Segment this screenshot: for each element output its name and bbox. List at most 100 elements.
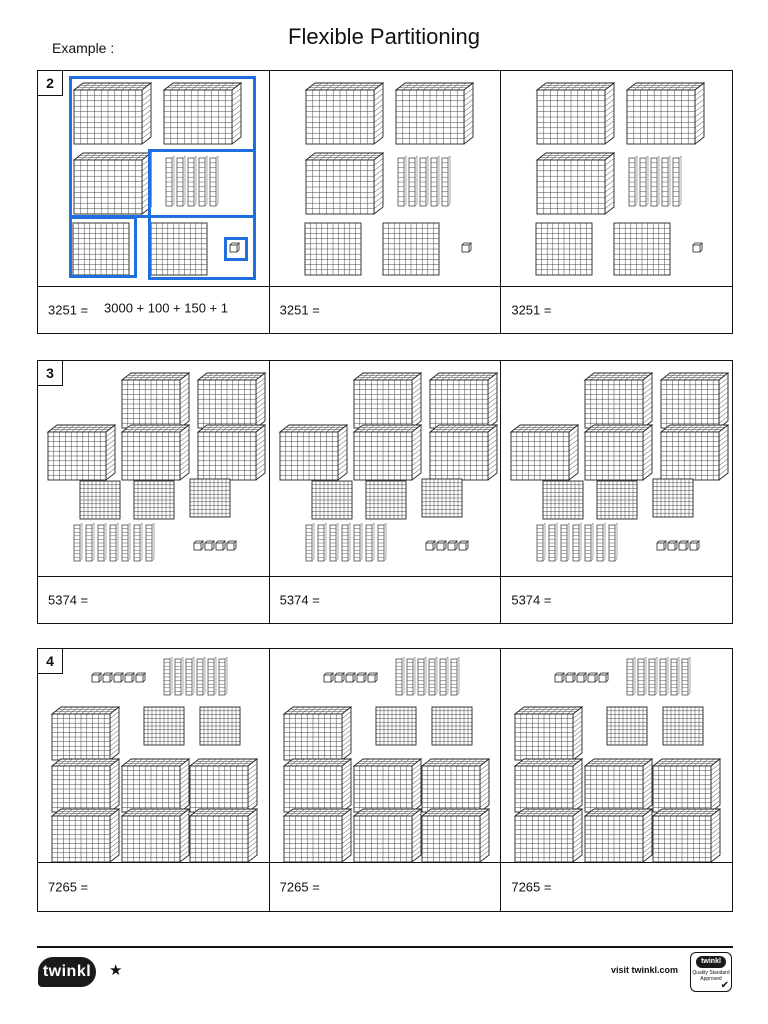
one-cube: [436, 540, 447, 551]
ten-rod: [639, 155, 649, 207]
quality-badge: twinkl Quality Standard Approved ✔: [690, 952, 732, 992]
hundred-flat: [311, 480, 353, 520]
hundred-flat: [421, 478, 463, 518]
page-title: Flexible Partitioning: [288, 24, 480, 49]
equation-cell: 5374 =: [500, 577, 732, 623]
one-cube: [91, 672, 102, 683]
thousand-cube: [584, 758, 654, 813]
ten-rod: [218, 656, 228, 696]
image-cell: [38, 361, 269, 577]
hundred-flat: [304, 222, 362, 276]
ten-rod: [85, 522, 95, 562]
thousand-cube: [660, 372, 730, 429]
visit-link[interactable]: visit twinkl.com: [611, 965, 679, 975]
thousand-cube: [50, 706, 121, 761]
thousand-cube: [626, 82, 706, 145]
thousand-cube: [282, 758, 352, 813]
hundred-flat: [606, 706, 648, 746]
thousand-cube: [188, 758, 259, 813]
ten-rod: [681, 656, 691, 696]
ten-rod: [626, 656, 636, 696]
thousand-cube: [652, 758, 722, 813]
ten-rod: [165, 155, 175, 207]
thousand-cube: [50, 808, 121, 863]
hundred-flat: [613, 222, 671, 276]
thousand-cube: [120, 758, 191, 813]
thousand-cube: [584, 808, 654, 863]
footer-divider: [37, 946, 733, 948]
ten-rod: [441, 155, 450, 207]
base-ten-blocks: [46, 372, 267, 562]
ten-rod: [672, 155, 682, 207]
problem-number: 3: [37, 360, 63, 386]
ten-rod: [196, 656, 206, 696]
ten-rod: [670, 656, 680, 696]
hundred-flat: [189, 478, 231, 518]
base-ten-blocks: [510, 372, 730, 562]
thousand-cube: [394, 82, 474, 145]
base-ten-blocks: [282, 656, 490, 863]
hundred-flat: [652, 478, 694, 518]
problem-number: 2: [37, 70, 63, 96]
badge-text: Quality Standard Approved: [692, 970, 730, 982]
base-ten-blocks: [304, 82, 474, 276]
one-cube: [356, 672, 367, 683]
one-cube: [367, 672, 378, 683]
twinkl-logo[interactable]: twinkl: [38, 957, 96, 987]
thousand-cube: [352, 758, 422, 813]
equation-number: 7265 =: [511, 879, 552, 895]
ten-rod: [650, 155, 660, 207]
thousand-cube: [510, 424, 580, 481]
one-cube: [135, 672, 146, 683]
equation-cell: 7265 =: [500, 863, 732, 911]
thousand-cube: [196, 424, 267, 481]
image-cell: [38, 71, 269, 287]
equation-cell: 3251 = 3000 + 100 + 150 + 1: [38, 287, 269, 333]
image-cell: [500, 71, 732, 287]
one-cube: [689, 540, 701, 551]
star-icon[interactable]: ★: [109, 962, 123, 979]
hundred-flat: [535, 222, 593, 276]
thousand-cube: [514, 758, 584, 813]
one-cube: [204, 540, 215, 551]
one-cube: [215, 540, 226, 551]
one-cube: [447, 540, 458, 551]
image-cell: [38, 649, 269, 863]
equation-cell: 7265 =: [268, 863, 501, 911]
ten-rod: [97, 522, 107, 562]
one-cube: [565, 672, 577, 683]
equation-number: 3251 =: [279, 302, 320, 318]
equation-cell: 3251 =: [268, 287, 501, 333]
ten-rod: [417, 656, 426, 696]
ten-rod: [637, 656, 647, 696]
example-label: Example :: [52, 40, 115, 56]
problem-block-3: 3 5374 = 5374 = 5374 =: [37, 360, 733, 624]
image-cell: [268, 649, 501, 863]
thousand-cube: [652, 808, 722, 863]
base-ten-blocks: [278, 372, 498, 562]
ten-rod: [406, 656, 415, 696]
equation-number: 7265 =: [279, 879, 320, 895]
thousand-cube: [282, 706, 352, 761]
ten-rod: [596, 522, 606, 562]
ten-rod: [608, 522, 618, 562]
equation-cell: 3251 =: [500, 287, 732, 333]
image-cell: [268, 361, 501, 577]
thousand-cube: [188, 808, 259, 863]
ten-rod: [365, 522, 374, 562]
hundred-flat: [143, 706, 185, 746]
equation-cell: 5374 =: [268, 577, 501, 623]
thousand-cube: [282, 808, 352, 863]
equation-number: 7265 =: [48, 879, 89, 895]
ten-rod: [145, 522, 155, 562]
one-cube: [576, 672, 588, 683]
one-cube: [461, 242, 472, 253]
ten-rod: [439, 656, 448, 696]
one-cube: [678, 540, 690, 551]
one-cube: [667, 540, 679, 551]
problem-block-2: 2 3251 = 3000 + 100 + 150 + 1 3251 = 325…: [37, 70, 733, 334]
hundred-flat: [662, 706, 704, 746]
ten-rod: [648, 656, 658, 696]
one-cube: [193, 540, 204, 551]
equation-number: 3251 =: [511, 302, 552, 318]
